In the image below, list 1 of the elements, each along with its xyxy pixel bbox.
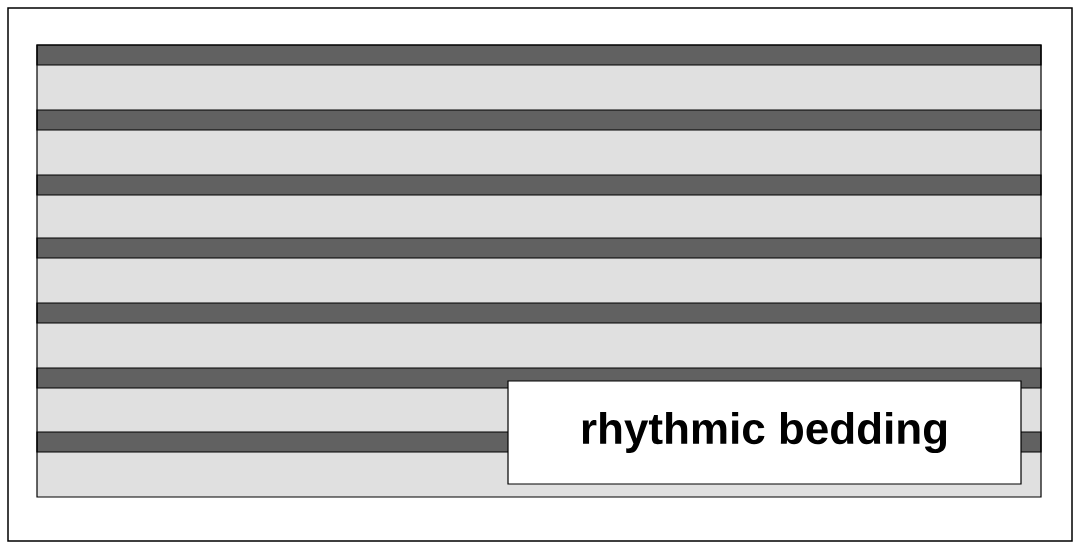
label-box: rhythmic bedding	[507, 380, 1022, 485]
